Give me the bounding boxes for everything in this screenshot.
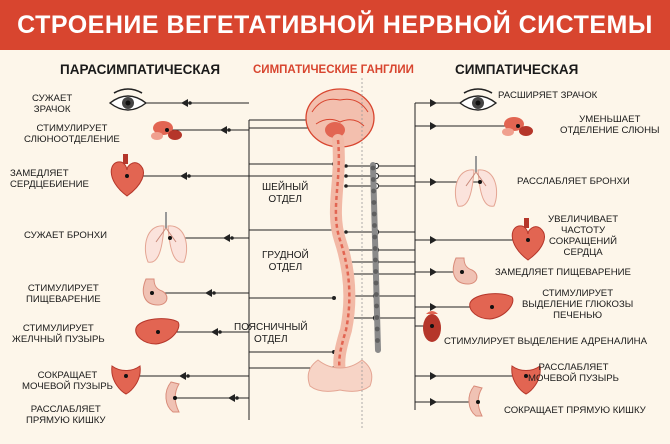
sympathetic-nerve-3 — [344, 228, 528, 244]
sympathetic-effect-label-line: МОЧЕВОЙ ПУЗЫРЬ — [528, 373, 619, 384]
sympathetic-nerve-8 — [344, 314, 478, 406]
sympathetic-nerve-6 — [344, 270, 437, 330]
sympathetic-nerve-1 — [344, 122, 518, 180]
parasympathetic-effect-label-line: СОКРАЩАЕТ — [37, 370, 98, 381]
parasympathetic-effect-label-line: МОЧЕВОЙ ПУЗЫРЬ — [22, 381, 113, 392]
parasympathetic-lungs-icon — [144, 212, 188, 263]
ganglion-node — [373, 292, 379, 297]
parasympathetic-effect-label-line: СУЖАЕТ — [32, 93, 73, 104]
ganglion-node — [373, 257, 378, 263]
sympathetic-effect-label-line: СОКРАЩЕНИЙ — [549, 236, 618, 247]
sympathetic-effect-label-line: УМЕНЬШАЕТ — [579, 114, 641, 125]
ganglion-node — [373, 280, 379, 286]
parasympathetic-salivary-glands-icon — [151, 121, 182, 140]
sympathetic-effect-label-line: УВЕЛИЧИВАЕТ — [548, 214, 619, 225]
parasympathetic-effect-label-line: СЕРДЦЕБИЕНИЕ — [10, 179, 89, 190]
ganglion-node — [372, 234, 378, 240]
sympathetic-liver-icon — [469, 293, 514, 320]
ganglion-node — [374, 303, 379, 309]
parasympathetic-bladder-icon — [111, 365, 141, 395]
ganglion-node — [371, 211, 377, 217]
sympathetic-effect-label-6: СТИМУЛИРУЕТ ВЫДЕЛЕНИЕ АДРЕНАЛИНА — [444, 336, 647, 347]
sympathetic-effect-label-0: РАСШИРЯЕТ ЗРАЧОК — [498, 90, 597, 101]
parasympathetic-nerve-6 — [126, 350, 336, 380]
ganglia-chain — [370, 162, 381, 353]
parasympathetic-effect-label-line: СТИМУЛИРУЕТ — [36, 123, 108, 134]
ganglion-node — [370, 177, 376, 182]
sympathetic-effect-label-line: РАССЛАБЛЯЕТ БРОНХИ — [517, 176, 630, 187]
sympathetic-rectum-icon — [468, 385, 483, 417]
sympathetic-bladder-icon — [511, 365, 541, 395]
page-title: СТРОЕНИЕ ВЕГЕТАТИВНОЙ НЕРВНОЙ СИСТЕМЫ — [0, 0, 670, 50]
ganglion-node — [372, 246, 378, 251]
parasympathetic-effect-label-3: СУЖАЕТ БРОНХИ — [24, 230, 107, 241]
sympathetic-effect-label-line: ПЕЧЕНЬЮ — [553, 310, 603, 321]
sympathetic-effect-label-line: РАССЛАБЛЯЕТ — [538, 362, 609, 373]
sympathetic-effect-label-line: ЧАСТОТУ — [561, 225, 606, 236]
ganglion-node — [372, 223, 377, 228]
parasympathetic-effect-label-line: РАССЛАБЛЯЕТ — [30, 404, 101, 415]
sympathetic-effect-label-2: РАССЛАБЛЯЕТ БРОНХИ — [517, 176, 630, 187]
ganglion-node — [374, 315, 380, 320]
parasympathetic-heart-icon — [110, 154, 144, 197]
sympathetic-salivary-glands-icon — [502, 117, 533, 136]
parasympathetic-effect-label-line: СТИМУЛИРУЕТ — [27, 283, 99, 294]
sympathetic-effect-label-line: ВЫДЕЛЕНИЕ ГЛЮКОЗЫ — [522, 299, 634, 310]
sympathetic-effect-label-4: ЗАМЕДЛЯЕТ ПИЩЕВАРЕНИЕ — [495, 267, 631, 278]
sympathetic-heart-icon — [511, 218, 545, 261]
ganglia-heading: СИМПАТИЧЕСКИЕ ГАНГЛИИ — [253, 64, 414, 76]
sympathetic-effect-label-line: ЗАМЕДЛЯЕТ ПИЩЕВАРЕНИЕ — [495, 267, 631, 278]
parasympathetic-effect-label-line: ЗРАЧОК — [33, 104, 71, 115]
ganglion-node — [371, 188, 376, 194]
sympathetic-effect-label-line: СТИМУЛИРУЕТ ВЫДЕЛЕНИЕ АДРЕНАЛИНА — [444, 336, 647, 347]
sympathetic-effect-label-line: РАСШИРЯЕТ ЗРАЧОК — [498, 90, 598, 101]
sympathetic-effect-label-line: СТИМУЛИРУЕТ — [542, 288, 614, 299]
ganglion-node — [375, 338, 380, 343]
parasympathetic-effect-label-line: ПРЯМУЮ КИШКУ — [26, 415, 106, 426]
ganglion-node — [370, 165, 376, 171]
parasympathetic-liver-icon — [135, 318, 180, 345]
sympathetic-effect-label-line: СОКРАЩАЕТ ПРЯМУЮ КИШКУ — [504, 405, 646, 416]
sympathetic-effect-label-8: СОКРАЩАЕТ ПРЯМУЮ КИШКУ — [504, 405, 646, 416]
parasympathetic-heading: ПАРАСИМПАТИЧЕСКАЯ — [60, 62, 221, 77]
parasympathetic-effect-label-line: СТИМУЛИРУЕТ — [22, 323, 94, 334]
parasympathetic-nerve-3 — [170, 174, 336, 242]
parasympathetic-effect-label-line: ЗАМЕДЛЯЕТ — [10, 168, 69, 179]
sympathetic-effect-label-line: ОТДЕЛЕНИЕ СЛЮНЫ — [560, 125, 660, 136]
brain-icon — [305, 88, 375, 148]
sympathetic-adrenal-kidney-icon — [423, 311, 441, 342]
sympathetic-eye-icon — [458, 88, 498, 111]
sympathetic-effect-label-line: СЕРДЦА — [563, 247, 603, 258]
ganglion-node — [373, 269, 379, 274]
sympathetic-heading: СИМПАТИЧЕСКАЯ — [455, 62, 579, 77]
parasympathetic-effect-label-line: СУЖАЕТ БРОНХИ — [24, 230, 108, 241]
parasympathetic-eye-icon — [108, 88, 148, 111]
parasympathetic-effect-label-line: ПИЩЕВАРЕНИЕ — [26, 294, 101, 305]
ganglion-node — [374, 326, 380, 332]
spinal-cord-icon — [307, 134, 373, 392]
parasympathetic-stomach-icon — [142, 278, 168, 306]
parasympathetic-nerve-2 — [127, 162, 336, 180]
sympathetic-stomach-icon — [452, 257, 478, 285]
parasympathetic-effect-label-line: ЖЕЛЧНЫЙ ПУЗЫРЬ — [12, 334, 105, 345]
parasympathetic-effect-label-line: СЛЮНООТДЕЛЕНИЕ — [24, 134, 120, 145]
parasympathetic-rectum-icon — [165, 381, 180, 413]
ganglion-node — [371, 200, 377, 205]
sympathetic-lungs-icon — [454, 156, 498, 207]
